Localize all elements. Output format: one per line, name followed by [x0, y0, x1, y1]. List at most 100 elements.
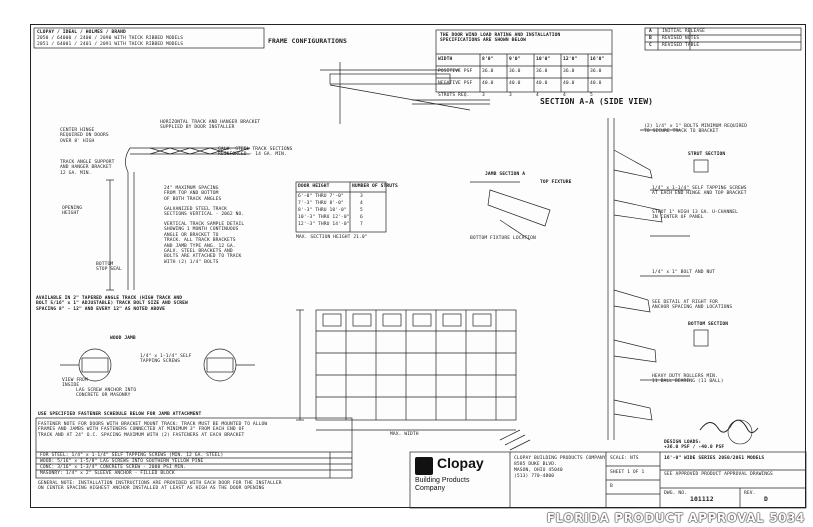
size-label: B	[610, 484, 613, 489]
models-line-2: 2050 / 64000 / 2400 / 2090 WITH THICK RI…	[37, 36, 184, 41]
company-line-4: (513) 770-4800	[514, 474, 555, 479]
bottom-fixture-label: BOTTOM FIXTURE LOCATION	[470, 236, 536, 241]
dwg-no: 101112	[690, 495, 714, 503]
company-line-1: CLOPAY BUILDING PRODUCTS COMPANY	[514, 456, 606, 461]
strut-table-cell: 7'-3" THRU 8'-0"	[298, 201, 344, 206]
revision-letter: A	[649, 29, 652, 34]
section-aa-label: SECTION A-A (SIDE VIEW)	[540, 97, 654, 106]
anchor-note: LAG SCREW ANCHOR INTO CONCRETE OR MASONR…	[76, 388, 137, 399]
clopay-logo: Clopay Building Products Company	[415, 455, 507, 505]
pressure-table-cell: 5	[590, 93, 593, 98]
pressure-table-cell: 36.0	[563, 69, 575, 74]
pressure-table-cell: 40.0	[590, 81, 602, 86]
revision-desc: REVISED TABLE	[662, 43, 700, 48]
pressure-table-cell: 3	[482, 93, 485, 98]
pressure-table-header: 16'0"	[590, 57, 605, 62]
scale-note: MAX. SECTION HEIGHT 21.0"	[296, 235, 368, 240]
pressure-table-cell: 36.0	[482, 69, 494, 74]
pressure-table-cell: 40.0	[536, 81, 548, 86]
rev-value: D	[764, 495, 768, 503]
max-width-label: MAX. WIDTH	[390, 432, 419, 437]
pressure-table-cell: 40.0	[509, 81, 521, 86]
top-fixture-label: TOP FIXTURE	[540, 180, 572, 185]
bottom-section-label: BOTTOM SECTION	[688, 322, 729, 327]
strut-table-cell: 7	[360, 222, 363, 227]
company-line-2: 8585 DUKE BLVD.	[514, 462, 557, 467]
strut-table-cell: 6	[360, 215, 363, 220]
opening-height-label: OPENING HEIGHT	[62, 206, 83, 217]
right-note-3: STRUT 1" HIGH 13 GA. U-CHANNEL IN CENTER…	[652, 210, 738, 221]
horizontal-track-note: HORIZONTAL TRACK AND HANGER BRACKET SUPP…	[160, 120, 261, 131]
galv-steel-note: GALV. STEEL TRACK SECTIONS REINFORCED - …	[218, 147, 293, 158]
schedule-row: WOOD: 5/16" x 1-5/8" LAG SCREWS INTO SOU…	[40, 459, 204, 464]
revision-letter: B	[649, 36, 652, 41]
drawing-sheet	[30, 24, 806, 508]
pressure-table-header: 9'0"	[509, 57, 521, 62]
pressure-table-title: THE DOOR WIND LOAD RATING AND INSTALLATI…	[440, 33, 561, 44]
logo-subtitle: Building Products Company	[415, 477, 470, 492]
strut-table-header: NUMBER OF STRUTS	[352, 184, 398, 189]
pressure-table-cell: 4	[536, 93, 539, 98]
schedule-row: MASONRY: 1/4" x 2" SLEEVE ANCHOR - FILLE…	[40, 471, 175, 476]
revision-desc: INITIAL RELEASE	[662, 29, 705, 34]
pressure-table-cell: NEGATIVE PSF	[438, 81, 473, 86]
strut-table-cell: 3	[360, 194, 363, 199]
strut-table-cell: 12'-3" THRU 14'-0"	[298, 222, 350, 227]
design-loads: DESIGN LOADS: +36.0 PSF / -40.0 PSF	[664, 440, 725, 451]
jamb-section-label: JAMB SECTION A	[485, 172, 526, 177]
pressure-table-cell: 3	[509, 93, 512, 98]
pressure-table-cell: 36.0	[590, 69, 602, 74]
schedule-title: USE SPECIFIED FASTENER SCHEDULE BELOW FO…	[38, 412, 202, 417]
rev-label: REV.	[744, 491, 756, 496]
strut-table-cell: 4	[360, 201, 363, 206]
revision-letter: C	[649, 43, 652, 48]
vertical-track-note: VERTICAL TRACK SAMPLE DETAIL SHOWING 1 M…	[164, 222, 245, 265]
right-note-5: SEE DETAIL AT RIGHT FOR ANCHOR SPACING A…	[652, 300, 733, 311]
right-note-4: 1/4" x 1" BOLT AND NUT	[652, 270, 716, 275]
strut-table-cell: 8'-3" THRU 10'-0"	[298, 208, 347, 213]
pressure-table-header: 10'0"	[536, 57, 551, 62]
approval-stamp: FLORIDA PRODUCT APPROVAL 5034	[546, 511, 805, 525]
available-note: AVAILABLE IN 2" TAPERED ANGLE TRACK (HIG…	[36, 296, 188, 312]
pressure-table-cell: 40.0	[563, 81, 575, 86]
clopay-logo-icon	[415, 457, 433, 475]
models-line-3: 2051 / 64001 / 2401 / 2091 WITH THICK RI…	[37, 42, 184, 47]
center-hinge-note: CENTER HINGE REQUIRED ON DOORS OVER 8' H…	[60, 128, 109, 144]
drawing-note: SEE APPROVED PRODUCT APPROVAL DRAWINGS	[664, 472, 773, 477]
pressure-table-header: 8'0"	[482, 57, 494, 62]
general-note: GENERAL NOTE: INSTALLATION INSTRUCTIONS …	[38, 481, 282, 492]
revision-desc: REVISED NOTES	[662, 36, 700, 41]
dwg-no-label: DWG. NO.	[664, 491, 687, 496]
sheet-label: SHEET 1 OF 1	[610, 470, 645, 475]
models-line-1: CLOPAY / IDEAL / HOLMES / BRAND	[37, 30, 126, 35]
fastener-note: FASTENER NOTE FOR DOORS WITH BRACKET MOU…	[38, 422, 268, 438]
drawing-description: 16'-0" WIDE SERIES 2050/2051 MODELS	[664, 456, 765, 461]
screw-note: 1/4" x 1-1/4" SELF TAPPING SCREWS	[140, 354, 192, 365]
track-angle-note: TRACK ANGLE SUPPORT AND HANGER BRACKET 1…	[60, 160, 115, 176]
pressure-table-cell: STRUTS REQ.	[438, 93, 470, 98]
view-from-label: VIEW FROM INSIDE	[62, 378, 88, 389]
pressure-table-cell: 36.0	[509, 69, 521, 74]
schedule-row: FOR STEEL: 1/4" x 1-1/4" SELF TAPPING SC…	[40, 453, 224, 458]
pressure-table-header: WIDTH	[438, 57, 453, 62]
logo-text: Clopay	[437, 455, 484, 471]
right-note-1: (2) 1/4" x 1" BOLTS MINIMUM REQUIRED TO …	[644, 124, 748, 135]
pressure-table-cell: 40.0	[482, 81, 494, 86]
max-spacing-note: 24" MAXIMUM SPACING FROM TOP AND BOTTOM …	[164, 186, 222, 202]
pressure-table-header: 12'0"	[563, 57, 578, 62]
right-note-2: 1/4" x 1-1/4" SELF TAPPING SCREWS AT EAC…	[652, 186, 747, 197]
frame-config-label: FRAME CONFIGURATIONS	[268, 37, 347, 45]
strut-table-cell: 5	[360, 208, 363, 213]
galv-steel-track-note: GALVANIZED STEEL TRACK SECTIONS VERTICAL…	[164, 207, 245, 218]
pressure-table-cell: 4	[563, 93, 566, 98]
right-note-6: HEAVY DUTY ROLLERS MIN. 11 BALL BEARING …	[652, 374, 724, 385]
bottom-seal-label: BOTTOM STOP SEAL	[96, 262, 122, 273]
strut-table-cell: 10'-3" THRU 12'-0"	[298, 215, 350, 220]
scale-label: SCALE: NTS	[610, 456, 639, 461]
company-line-3: MASON, OHIO 45040	[514, 468, 563, 473]
pressure-table-cell: 36.0	[536, 69, 548, 74]
strut-table-cell: 6'-0" THRU 7'-0"	[298, 194, 344, 199]
jamb-label: WOOD JAMB	[110, 336, 136, 341]
schedule-row: CONC: 3/16" x 1-3/4" CONCRETE SCREW - 20…	[40, 465, 187, 470]
